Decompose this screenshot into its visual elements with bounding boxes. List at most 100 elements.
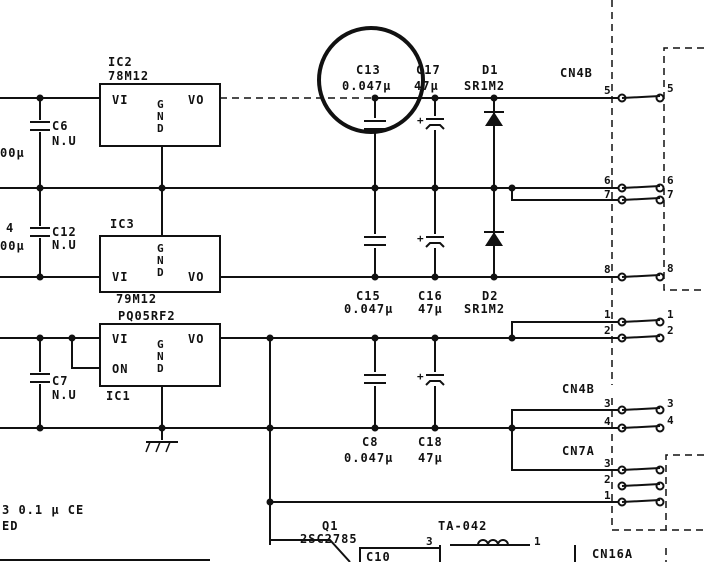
highlight-circle — [317, 26, 425, 134]
wire-cn7a-3 — [511, 428, 622, 471]
ic1-ref: IC1 — [106, 389, 131, 403]
ic2-ref: IC2 — [108, 55, 133, 69]
ground-symbol — [145, 441, 178, 453]
ta-pin-1: 1 — [534, 535, 541, 548]
c8-ref: C8 — [362, 435, 378, 449]
c13-value: 0.047µ — [342, 79, 391, 93]
c12-ref: C12 — [52, 225, 77, 239]
ic1-box — [99, 323, 221, 387]
inductor-coil — [477, 539, 509, 546]
c17-ref: C17 — [416, 63, 441, 77]
ic3-vi: VI — [112, 270, 128, 284]
c10-ref: C10 — [366, 550, 391, 562]
left-partial-2: 4 — [6, 221, 14, 235]
wire-pin7 — [511, 188, 622, 201]
c15-value: 0.047µ — [344, 302, 393, 316]
ic1-part: PQ05RF2 — [118, 309, 176, 323]
capacitor-c12 — [30, 226, 50, 238]
ic1-gnd-n: N — [157, 350, 164, 363]
q1-ref: Q1 — [322, 519, 338, 533]
cn7a-pin-2: 2 — [604, 473, 611, 486]
note-line-2: ED — [2, 519, 18, 533]
d2-ref: D2 — [482, 289, 498, 303]
pin-7-far: 7 — [667, 188, 674, 201]
pin-6-near: 6 — [604, 174, 611, 187]
cn4b-top-label: CN4B — [560, 66, 593, 80]
c6-ref: C6 — [52, 119, 68, 133]
left-partial-1: 00µ — [0, 146, 25, 160]
ic3-ref: IC3 — [110, 217, 135, 231]
capacitor-c16 — [424, 234, 446, 248]
pin-6-far: 6 — [667, 174, 674, 187]
pin-3-near: 3 — [604, 397, 611, 410]
ic2-box — [99, 83, 221, 147]
ic3-gnd-g: G — [157, 242, 164, 255]
pin-7-near: 7 — [604, 188, 611, 201]
c8-value: 0.047µ — [344, 451, 393, 465]
connector-outline-left-low — [611, 398, 704, 531]
c18-ref: C18 — [418, 435, 443, 449]
ta-ref: TA-042 — [438, 519, 487, 533]
c16-value: 47µ — [418, 302, 443, 316]
c7-ref: C7 — [52, 374, 68, 388]
ic3-box — [99, 235, 221, 293]
ta-pin-3: 3 — [426, 535, 433, 548]
c18-value: 47µ — [418, 451, 443, 465]
d1-part: SR1M2 — [464, 79, 505, 93]
pin-5-far: 5 — [667, 82, 674, 95]
plus-mark-c18: + — [417, 370, 424, 383]
cn7a-pin-1: 1 — [604, 489, 611, 502]
ic1-vo: VO — [188, 332, 204, 346]
capacitor-c7 — [30, 372, 50, 384]
cn7a-pin-3: 3 — [604, 457, 611, 470]
ic3-gnd-n: N — [157, 254, 164, 267]
capacitor-c8 — [364, 372, 386, 386]
ic1-on: ON — [112, 362, 128, 376]
connector-pins — [617, 93, 665, 507]
ic1-vi: VI — [112, 332, 128, 346]
wire-pin3 — [511, 409, 622, 428]
ic1-gnd-g: G — [157, 338, 164, 351]
ic1-gnd-d: D — [157, 362, 164, 375]
c7-value: N.U — [52, 388, 77, 402]
c15-ref: C15 — [356, 289, 381, 303]
cn16a-label: CN16A — [592, 547, 633, 561]
ic2-gnd-g: G — [157, 98, 164, 111]
ic2-vi: VI — [112, 93, 128, 107]
ic3-part: 79M12 — [116, 292, 157, 306]
pin-2-far: 2 — [667, 324, 674, 337]
capacitor-c17 — [424, 116, 446, 130]
wire-ic1-on — [71, 338, 100, 369]
c17-value: 47µ — [414, 79, 439, 93]
c13-ref: C13 — [356, 63, 381, 77]
pin-3-far: 3 — [667, 397, 674, 410]
ic2-vo: VO — [188, 93, 204, 107]
pin-4-near: 4 — [604, 415, 611, 428]
q1-part: 2SC2785 — [300, 532, 358, 546]
ic2-gnd-n: N — [157, 110, 164, 123]
capacitor-c6 — [30, 120, 50, 132]
pin-1-far: 1 — [667, 308, 674, 321]
pin-8-far: 8 — [667, 262, 674, 275]
ic2-part: 78M12 — [108, 69, 149, 83]
pin-8-near: 8 — [604, 263, 611, 276]
note-line-1: 3 0.1 µ CE — [2, 503, 84, 517]
pin-2-near: 2 — [604, 324, 611, 337]
ic3-gnd-d: D — [157, 266, 164, 279]
pin-1-near: 1 — [604, 308, 611, 321]
diode-d2 — [484, 231, 504, 246]
connector-outline-right-top — [663, 47, 704, 291]
pin-4-far: 4 — [667, 414, 674, 427]
c16-ref: C16 — [418, 289, 443, 303]
transistor-q1 — [270, 539, 351, 562]
d1-ref: D1 — [482, 63, 498, 77]
plus-mark-c17: + — [417, 114, 424, 127]
capacitor-c18 — [424, 372, 446, 386]
diode-d1 — [484, 111, 504, 126]
wire-pin1 — [511, 321, 622, 338]
ic2-gnd-d: D — [157, 122, 164, 135]
pin-5-near: 5 — [604, 84, 611, 97]
cn7a-label: CN7A — [562, 444, 595, 458]
plus-mark-c16: + — [417, 232, 424, 245]
